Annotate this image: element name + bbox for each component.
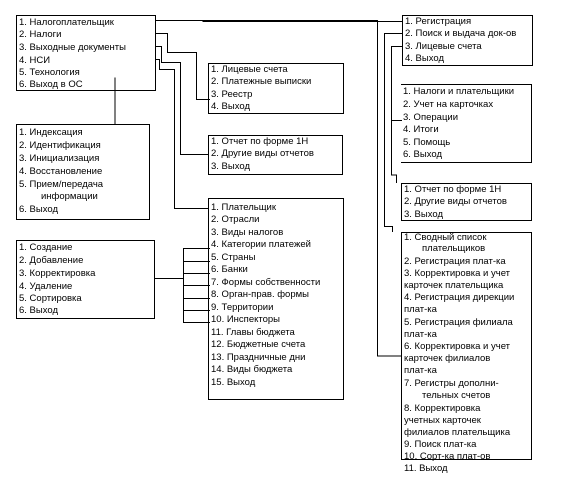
box-edit: 1. Создание 2. Добавление 3. Корректиров…: [16, 240, 155, 319]
edit-item[interactable]: 3. Корректировка: [19, 268, 96, 279]
connector-payer: [156, 20, 402, 357]
box-reports: 1. Отчет по форме 1Н 2. Другие виды отче…: [401, 183, 532, 221]
nsi-item[interactable]: 9. Территории: [211, 302, 274, 313]
registration-item[interactable]: 11. Выход: [404, 463, 448, 474]
main-menu-item[interactable]: 2. Налоги: [19, 29, 62, 40]
accounts-item[interactable]: 4. Итоги: [403, 124, 439, 135]
box-registration: 1. Сводный список плательщиков 2. Регист…: [401, 232, 532, 474]
connector-taxes: [156, 33, 210, 100]
main-menu-item[interactable]: 3. Выходные документы: [19, 42, 126, 53]
technology-item[interactable]: 4. Восстановление: [19, 166, 103, 177]
box-main-menu: 1. Налогоплательщик 2. Налоги 3. Выходны…: [16, 15, 156, 91]
edit-item[interactable]: 2. Добавление: [19, 255, 84, 266]
registration-item: плат-ка: [404, 304, 437, 315]
registration-item: карточек плательщика: [404, 280, 504, 291]
registration-item: учетных карточек: [404, 415, 481, 426]
technology-item[interactable]: 1. Индексация: [19, 127, 83, 138]
accounts-item[interactable]: 1. Налоги и плательщики: [403, 86, 515, 97]
technology-item: информации: [41, 191, 98, 202]
output-documents-item[interactable]: 3. Выход: [211, 161, 250, 172]
connector-outdocs: [156, 46, 208, 155]
registration-item: плат-ка: [404, 365, 437, 376]
connector-accounts: [391, 46, 402, 121]
accounts-item[interactable]: 6. Выход: [403, 149, 442, 160]
registration-item[interactable]: 4. Регистрация дирекции: [404, 292, 515, 303]
connector-reports: [391, 120, 397, 183]
registration-item[interactable]: 5. Регистрация филиала: [404, 317, 513, 328]
edit-item[interactable]: 1. Создание: [19, 242, 73, 253]
nsi-item[interactable]: 5. Страны: [211, 252, 256, 263]
reports-item[interactable]: 3. Выход: [404, 209, 443, 220]
box-taxes: 1. Лицевые счета 2. Платежные выписки 3.…: [208, 63, 344, 114]
nsi-item[interactable]: 8. Орган-прав. формы: [211, 289, 309, 300]
accounts-item[interactable]: 3. Операции: [403, 112, 459, 123]
technology-item[interactable]: 3. Инициализация: [19, 153, 100, 164]
nsi-item[interactable]: 11. Главы бюджета: [211, 327, 295, 338]
taxes-item[interactable]: 3. Реестр: [211, 89, 253, 100]
taxes-item[interactable]: 1. Лицевые счета: [211, 64, 288, 75]
registration-item: карточек филиалов: [404, 353, 491, 364]
nsi-item[interactable]: 14. Виды бюджета: [211, 364, 293, 375]
connector-registration: [384, 33, 402, 232]
payer-item[interactable]: 4. Выход: [405, 53, 444, 64]
registration-item[interactable]: 2. Регистрация плат-ка: [404, 256, 506, 267]
nsi-item[interactable]: 2. Отрасли: [211, 214, 260, 225]
nsi-item[interactable]: 10. Инспекторы: [211, 314, 281, 325]
box-nsi: 1. Плательщик 2. Отрасли 3. Виды налогов…: [208, 198, 344, 400]
nsi-item[interactable]: 6. Банки: [211, 264, 248, 275]
registration-item[interactable]: 6. Корректировка и учет: [404, 341, 511, 352]
registration-item[interactable]: 10. Сорт-ка плат-ов: [404, 451, 491, 462]
registration-item: филиалов плательщика: [404, 427, 511, 438]
reports-item[interactable]: 1. Отчет по форме 1Н: [404, 184, 502, 195]
box-technology: 1. Индексация 2. Идентификация 3. Инициа…: [16, 124, 150, 220]
nsi-item[interactable]: 4. Категории платежей: [211, 239, 311, 250]
nsi-item[interactable]: 15. Выход: [211, 377, 256, 388]
accounts-item[interactable]: 5. Помощь: [403, 137, 451, 148]
nsi-item[interactable]: 7. Формы собственности: [211, 277, 321, 288]
technology-item[interactable]: 6. Выход: [19, 204, 58, 215]
nsi-item[interactable]: 3. Виды налогов: [211, 227, 284, 238]
technology-item[interactable]: 2. Идентификация: [19, 140, 101, 151]
payer-item[interactable]: 2. Поиск и выдача док-ов: [405, 28, 517, 39]
edit-item[interactable]: 4. Удаление: [19, 281, 73, 292]
connector-nsi: [156, 59, 208, 209]
accounts-item[interactable]: 2. Учет на карточках: [403, 99, 494, 110]
registration-item[interactable]: 3. Корректировка и учет: [404, 268, 511, 279]
output-documents-item[interactable]: 1. Отчет по форме 1Н: [211, 136, 309, 147]
nsi-item[interactable]: 12. Бюджетные счета: [211, 339, 306, 350]
edit-item[interactable]: 5. Сортировка: [19, 293, 82, 304]
main-menu-item[interactable]: 6. Выход в ОС: [19, 79, 83, 90]
registration-item: тельных счетов: [422, 390, 491, 401]
registration-item[interactable]: 7. Регистры дополни-: [404, 378, 499, 389]
edit-item[interactable]: 6. Выход: [19, 305, 58, 316]
main-menu-item[interactable]: 5. Технология: [19, 67, 80, 78]
taxes-item[interactable]: 2. Платежные выписки: [211, 76, 312, 87]
payer-item[interactable]: 1. Регистрация: [405, 16, 472, 27]
main-menu-item[interactable]: 1. Налогоплательщик: [19, 17, 114, 28]
nsi-item[interactable]: 1. Плательщик: [211, 202, 276, 213]
technology-item[interactable]: 5. Прием/передача: [19, 179, 104, 190]
main-menu-item[interactable]: 4. НСИ: [19, 55, 51, 66]
nsi-item[interactable]: 13. Праздничные дни: [211, 352, 306, 363]
registration-item: плательщиков: [422, 243, 486, 254]
registration-item: плат-ка: [404, 329, 437, 340]
output-documents-item[interactable]: 2. Другие виды отчетов: [211, 148, 314, 159]
box-accounts: 1. Налоги и плательщики 2. Учет на карто…: [401, 84, 532, 163]
connector-payer-top: [156, 20, 402, 22]
registration-item[interactable]: 9. Поиск плат-ка: [404, 439, 477, 450]
box-output-documents: 1. Отчет по форме 1Н 2. Другие виды отче…: [208, 135, 343, 175]
registration-item[interactable]: 8. Корректировка: [404, 403, 481, 414]
payer-item[interactable]: 3. Лицевые счета: [405, 41, 482, 52]
reports-item[interactable]: 2. Другие виды отчетов: [404, 196, 507, 207]
registration-item[interactable]: 1. Сводный список: [404, 232, 487, 243]
box-payer: 1. Регистрация 2. Поиск и выдача док-ов …: [402, 15, 533, 66]
taxes-item[interactable]: 4. Выход: [211, 101, 250, 112]
